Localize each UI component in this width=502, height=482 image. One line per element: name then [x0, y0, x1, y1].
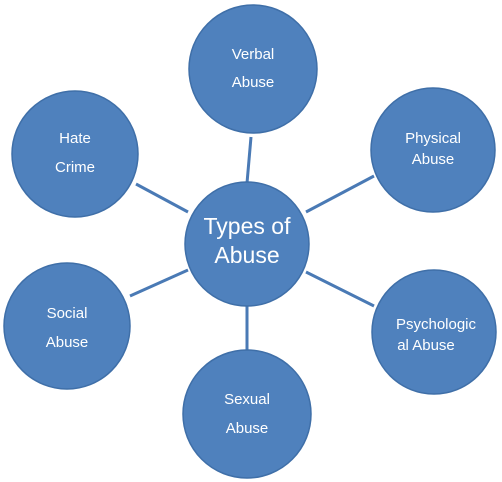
connector-hate — [135, 182, 189, 214]
connector-physical — [305, 174, 375, 214]
node-social-label-line-1: Social — [47, 305, 88, 322]
node-sexual-abuse: Sexual Abuse — [182, 349, 312, 479]
center-node-types-of-abuse: Types of Abuse — [184, 181, 310, 307]
node-verbal-label-line-1: Verbal — [232, 46, 275, 63]
node-social-abuse: Social Abuse — [3, 262, 131, 390]
node-social-label-line-2: Abuse — [46, 334, 89, 351]
node-physical-abuse: Physical Abuse — [370, 87, 496, 213]
node-hate-label-line-1: Hate — [59, 130, 91, 147]
node-hate-label-line-2: Crime — [55, 159, 95, 176]
node-psychological-label-line-1: Psychologic — [396, 316, 477, 333]
node-physical-label-line-1: Physical — [405, 130, 461, 147]
node-sexual-label-line-2: Abuse — [226, 420, 269, 437]
center-label-line-2: Abuse — [214, 242, 279, 268]
node-sexual-label-line-1: Sexual — [224, 391, 270, 408]
node-hate-crime: Hate Crime — [11, 90, 139, 218]
node-psychological-abuse: Psychologic al Abuse — [371, 269, 497, 395]
connector-psychological — [305, 270, 375, 308]
node-verbal-abuse: Verbal Abuse — [188, 4, 318, 134]
center-label-line-1: Types of — [204, 213, 292, 239]
node-physical-label-line-2: Abuse — [412, 151, 455, 168]
node-verbal-label-line-2: Abuse — [232, 74, 275, 91]
connector-social — [129, 268, 189, 298]
node-psychological-label-line-2: al Abuse — [397, 337, 455, 354]
connector-verbal — [245, 136, 253, 184]
